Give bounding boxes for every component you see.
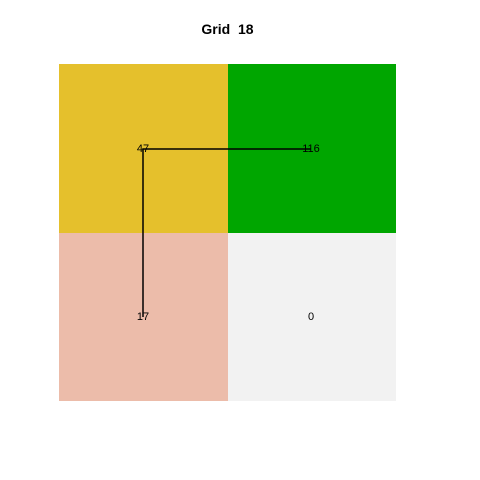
cell-label-r0-c1: 116 (302, 143, 320, 155)
cell-label-r1-c0: 17 (136, 311, 150, 323)
grid (59, 64, 396, 401)
grid-title: Grid 18 (201, 21, 254, 37)
cell-label-r0-c0: 47 (136, 143, 150, 155)
cell-label-r1-c1: 0 (307, 311, 315, 323)
